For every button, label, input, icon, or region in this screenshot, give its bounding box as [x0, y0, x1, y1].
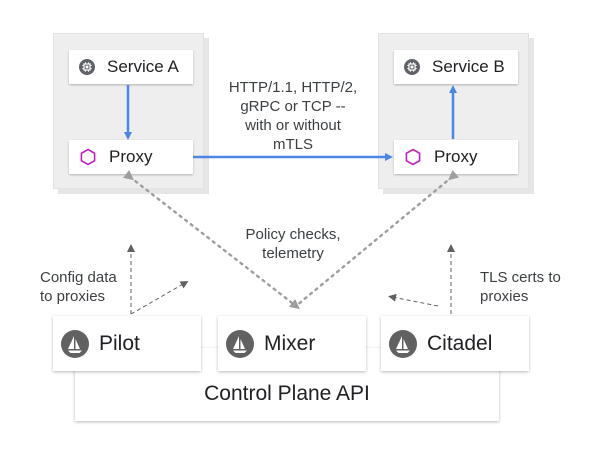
- dashed-pilot-diag: [130, 281, 189, 315]
- proxy-b-label: Proxy: [434, 147, 478, 166]
- service-a-label: Service A: [107, 57, 179, 76]
- config-annotation: Config data to proxies: [40, 269, 117, 305]
- mixer-card: Mixer: [218, 316, 366, 371]
- sail-icon: [226, 329, 254, 358]
- tls-annotation: TLS certs to proxies: [480, 269, 561, 305]
- sail-icon: [389, 329, 417, 358]
- hexagon-icon: [404, 148, 422, 166]
- mixer-label: Mixer: [264, 331, 316, 355]
- chip-icon: [79, 59, 95, 75]
- chip-icon: [404, 59, 420, 75]
- service-b-card: Service B: [394, 50, 518, 84]
- control-plane-title: Control Plane API: [204, 382, 370, 405]
- pilot-card: Pilot: [53, 316, 201, 371]
- hexagon-icon: [79, 148, 97, 166]
- protocol-annotation: HTTP/1.1, HTTP/2, gRPC or TCP -- with or…: [228, 79, 358, 153]
- dotted-proxy-a-mixer: [122, 169, 300, 310]
- proxy-a-card: Proxy: [69, 140, 193, 174]
- dotted-proxy-b-mixer: [294, 169, 460, 308]
- sail-icon: [61, 329, 89, 358]
- pilot-label: Pilot: [99, 331, 140, 355]
- citadel-card: Citadel: [381, 316, 529, 371]
- service-b-label: Service B: [432, 57, 505, 76]
- service-a-card: Service A: [69, 50, 193, 84]
- proxy-a-label: Proxy: [109, 147, 153, 166]
- proxy-b-card: Proxy: [394, 140, 518, 174]
- dashed-citadel-diag: [388, 293, 439, 307]
- citadel-label: Citadel: [427, 331, 493, 355]
